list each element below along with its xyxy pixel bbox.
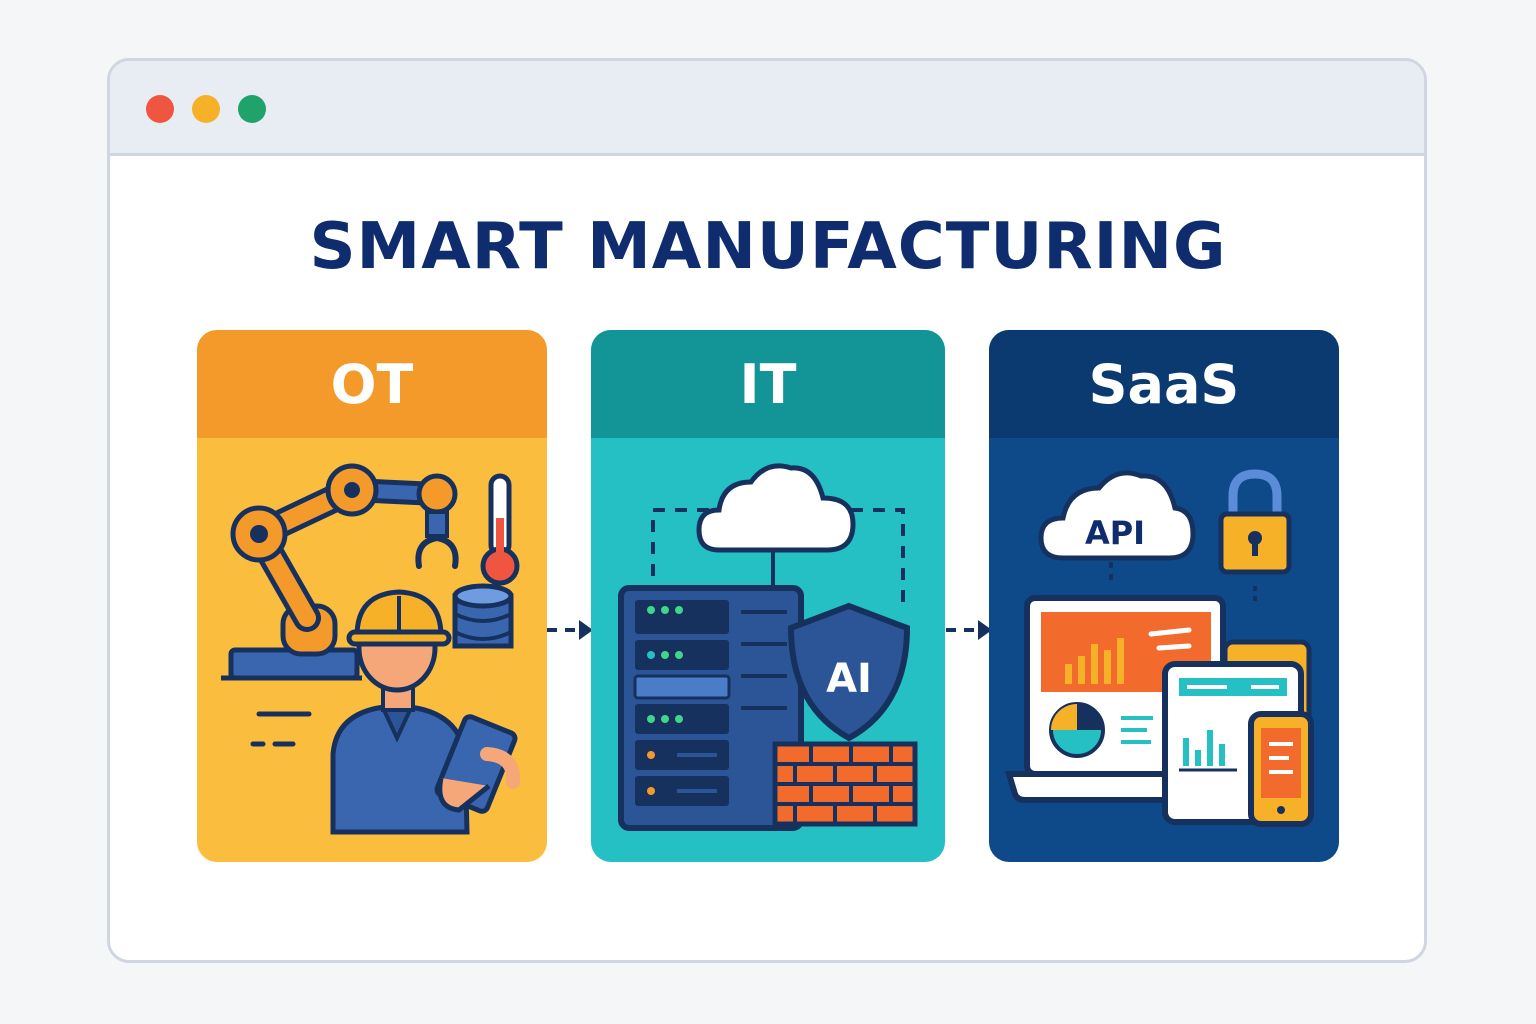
flow-arrow-icon: [946, 620, 992, 640]
saas-panel: SaaS API: [989, 330, 1339, 862]
page-title: SMART MANUFACTURING: [309, 210, 1227, 284]
it-panel: IT AI: [591, 330, 945, 862]
it-illustration: AI: [618, 463, 918, 831]
cloud-icon: API: [1038, 470, 1196, 584]
firewall-icon: [772, 741, 918, 827]
ot-panel: OT: [197, 330, 547, 862]
robotic-arm-icon: [221, 463, 459, 681]
window-titlebar: [110, 61, 1424, 156]
minimize-window-button[interactable]: [192, 95, 220, 123]
worker-with-tablet-icon: [330, 589, 521, 835]
close-window-button[interactable]: [146, 95, 174, 123]
padlock-icon: [1218, 469, 1292, 602]
saas-panel-header: SaaS: [989, 330, 1339, 438]
motion-lines: [250, 711, 312, 747]
it-panel-header: IT: [591, 330, 945, 438]
cloud-icon: [696, 463, 856, 553]
shield-label: AI: [826, 656, 872, 702]
network-dashes: [651, 508, 905, 608]
maximize-window-button[interactable]: [238, 95, 266, 123]
flow-arrow-icon: [547, 620, 593, 640]
thermometer-icon: [480, 473, 520, 586]
ot-panel-header: OT: [197, 330, 547, 438]
shield-icon: AI: [787, 602, 911, 742]
server-rack-icon: [618, 585, 804, 831]
database-icon: [452, 583, 514, 649]
phone-icon: [1248, 711, 1314, 827]
saas-illustration: API: [1004, 469, 1314, 827]
ot-illustration: [221, 463, 521, 835]
cloud-label: API: [1085, 514, 1145, 552]
